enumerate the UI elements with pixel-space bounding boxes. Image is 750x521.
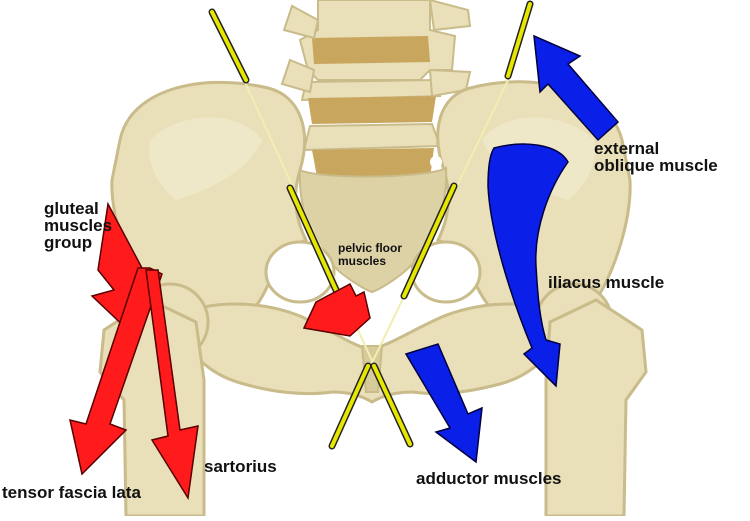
tensor-fascia-lata-arrow-icon bbox=[69, 267, 163, 476]
sartorius-label: sartorius bbox=[204, 457, 277, 476]
gluteal-label: gluteal muscles group bbox=[44, 200, 112, 251]
right-femur bbox=[534, 282, 648, 518]
gluteal-label-line-3: group bbox=[44, 233, 93, 252]
adductor-arrow-icon bbox=[404, 343, 483, 464]
sartorius-arrow-icon bbox=[145, 269, 199, 501]
left-ilium bbox=[110, 80, 309, 336]
axis-sticks bbox=[208, 0, 534, 450]
adductor-label: adductor muscles bbox=[416, 469, 562, 488]
external-oblique-label-line-1: external bbox=[594, 139, 660, 158]
pelvic-floor-wedge-icon bbox=[302, 282, 371, 337]
intervertebral-disc bbox=[312, 36, 430, 64]
gluteal-label-line-1: gluteal bbox=[44, 199, 99, 218]
pelvic-floor-label-line-2: muscles bbox=[338, 254, 387, 268]
gluteal-label-line-2: muscles bbox=[44, 216, 113, 235]
intervertebral-disc bbox=[308, 96, 436, 124]
white-dot bbox=[430, 156, 442, 168]
external-oblique-arrow-icon bbox=[533, 34, 620, 142]
pubic-bones bbox=[174, 240, 568, 404]
intervertebral-disc bbox=[312, 148, 434, 182]
iliacus-arrow-icon bbox=[487, 143, 569, 388]
left-obturator-foramen bbox=[264, 240, 336, 304]
external-oblique-label-line-2: oblique muscle bbox=[594, 156, 718, 175]
pelvic-floor-label-line-1: pelvic floor bbox=[338, 241, 403, 255]
pelvic-floor-label: pelvic floor muscles bbox=[338, 242, 402, 268]
iliacus-label: iliacus muscle bbox=[548, 273, 665, 292]
lumbar-spine bbox=[280, 0, 472, 182]
tensor-fascia-lata-label: tensor fascia lata bbox=[2, 483, 141, 502]
external-oblique-label: external oblique muscle bbox=[594, 140, 718, 174]
